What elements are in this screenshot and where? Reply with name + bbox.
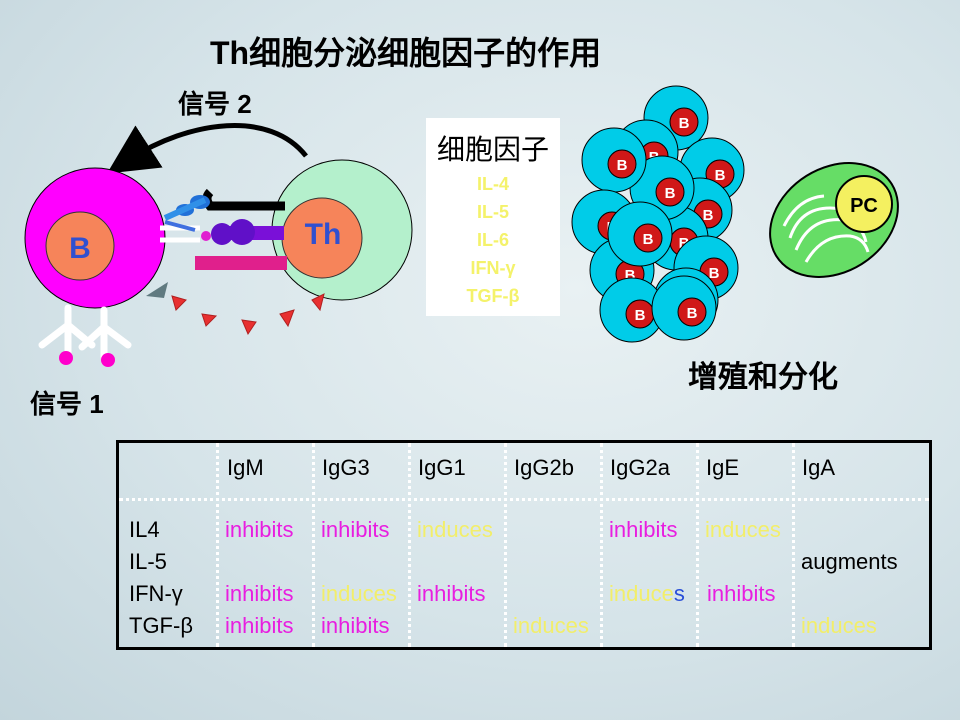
cell-il4-igg2a: inhibits: [609, 517, 678, 542]
table-divider: [504, 443, 507, 647]
cell-tgf-igg2b: induces: [513, 613, 589, 638]
table-divider: [696, 443, 699, 647]
cluster-b-cell-label: B: [687, 305, 698, 322]
cluster-b-cell: B: [651, 275, 717, 341]
cell-il5-iga: augments: [801, 549, 898, 574]
col-header-ige: IgE: [706, 455, 740, 480]
cell-ifn-igg2a-main: induce: [609, 581, 674, 606]
cytokine-effects-table: IgM IgG3 IgG1 IgG2b IgG2a IgE IgA IL4 IL…: [116, 440, 932, 650]
cell-ifn-ige: inhibits: [707, 581, 776, 606]
col-header-igm: IgM: [227, 455, 264, 480]
cluster-b-cell-label: B: [715, 167, 726, 184]
cluster-b-cell-label: B: [679, 115, 690, 132]
cluster-b-cell-label: B: [643, 231, 654, 248]
cluster-b-cell-label: B: [703, 207, 714, 224]
bcr-receptors: [38, 304, 132, 361]
row-label-tgf: TGF-β: [129, 613, 193, 638]
cytokine-item: IL-4: [476, 174, 509, 194]
b-cell-cluster: BBBBBBBBBBBBBB: [571, 85, 745, 343]
slide-title: Th细胞分泌细胞因子的作用: [210, 35, 602, 71]
cell-il4-igg1: induces: [417, 517, 493, 542]
row-label-il4: IL4: [129, 517, 160, 542]
cell-tgf-iga: induces: [801, 613, 877, 638]
cell-tgf-igg3: inhibits: [321, 613, 390, 638]
col-header-igg2b: IgG2b: [514, 455, 574, 480]
cluster-b-cell-label: B: [635, 307, 646, 324]
cluster-b-cell-label: B: [617, 157, 628, 174]
cytokine-item: TGF-β: [466, 286, 520, 306]
cluster-b-cell-label: B: [679, 235, 690, 252]
cytokine-item: IFN-γ: [470, 258, 516, 278]
cluster-b-cell-label: B: [625, 267, 636, 284]
b-cell: B: [24, 167, 166, 309]
cluster-b-cell-label: B: [709, 265, 720, 282]
cell-ifn-igg1: inhibits: [417, 581, 486, 606]
col-header-igg1: IgG1: [418, 455, 466, 480]
cluster-b-cell-label: B: [665, 185, 676, 202]
cell-il4-ige: induces: [705, 517, 781, 542]
cell-ifn-igg2a-tail: s: [673, 581, 685, 606]
antigen-dot: [101, 353, 115, 367]
col-header-iga: IgA: [802, 455, 836, 480]
cell-ifn-igm: inhibits: [225, 581, 294, 606]
signal-2-label: 信号 2: [178, 89, 252, 119]
row-label-il5: IL-5: [129, 549, 167, 574]
cytokine-receptor: [146, 282, 168, 298]
costimulatory-interface: [160, 188, 287, 270]
cytokine-box: 细胞因子 IL-4 IL-5 IL-6 IFN-γ TGF-β: [426, 118, 560, 316]
th-cell-label: Th: [305, 218, 342, 251]
cluster-b-cell: B: [581, 127, 647, 193]
cell-tgf-igm: inhibits: [225, 613, 294, 638]
cell-il4-igg3: inhibits: [321, 517, 390, 542]
signal-2-arrow: [106, 123, 308, 174]
cytokine-markers: [171, 293, 325, 336]
signal-1-label: 信号 1: [30, 389, 104, 419]
cluster-b-cell: B: [607, 201, 673, 267]
cytokine-item: IL-6: [476, 230, 509, 250]
cytokine-item: IL-5: [476, 202, 509, 222]
col-header-igg2a: IgG2a: [610, 455, 670, 480]
cell-ifn-igg3: induces: [321, 581, 397, 606]
table-divider: [408, 443, 411, 647]
immune-diagram: B Th BBBBBBBBBBBBBB: [24, 85, 899, 367]
cytokine-list: IL-4 IL-5 IL-6 IFN-γ TGF-β: [426, 170, 560, 310]
cytokine-box-title: 细胞因子: [436, 134, 549, 165]
table-divider: [216, 443, 219, 647]
th-cell: Th: [271, 159, 413, 301]
table-divider: [312, 443, 315, 647]
table-divider: [792, 443, 795, 647]
plasma-cell: PC: [769, 162, 899, 278]
antigen-dot: [59, 351, 73, 365]
plasma-cell-label: PC: [850, 195, 878, 217]
b-cell-label: B: [69, 232, 91, 265]
table-divider: [600, 443, 603, 647]
cell-il4-igm: inhibits: [225, 517, 294, 542]
table-header-divider: [119, 498, 929, 501]
row-label-ifn: IFN-γ: [129, 581, 183, 606]
col-header-igg3: IgG3: [322, 455, 370, 480]
cell-ifn-igg2a: induces: [609, 581, 685, 607]
proliferation-label: 增殖和分化: [688, 361, 838, 394]
